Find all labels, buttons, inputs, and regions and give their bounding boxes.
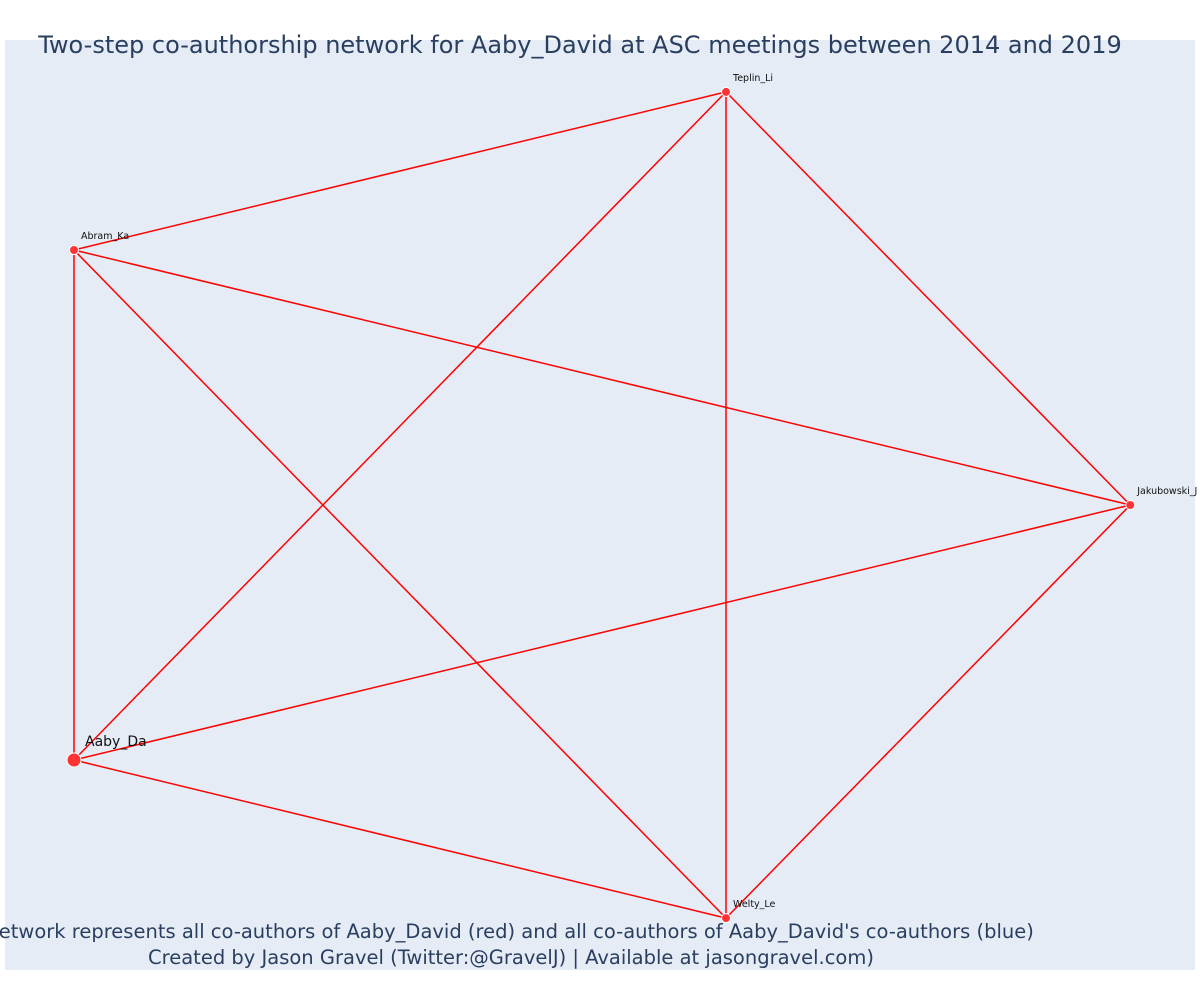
edges-layer — [73, 91, 1131, 919]
edge-Abram_Ka-Teplin_Li — [73, 91, 727, 251]
node-Welty_Le[interactable] — [721, 913, 731, 924]
footer-line-2: Created by Jason Gravel (Twitter:@Gravel… — [148, 946, 874, 969]
node-label-Aaby_Da: Aaby_Da — [85, 734, 147, 750]
edge-Aaby_Da-Welty_Le — [73, 759, 727, 919]
node-Teplin_Li[interactable] — [721, 86, 731, 97]
chart-title: Two-step co-authorship network for Aaby_… — [37, 31, 1122, 59]
edge-Teplin_Li-Jakubowski_J — [725, 91, 1131, 506]
edge-Jakubowski_J-Welty_Le — [725, 504, 1131, 919]
node-label-Abram_Ka: Abram_Ka — [81, 231, 129, 242]
edge-Aaby_Da-Teplin_Li — [73, 91, 727, 761]
node-label-Jakubowski_J: Jakubowski_J — [1136, 486, 1197, 497]
footer-line-1: Network represents all co-authors of Aab… — [0, 920, 1034, 943]
edge-Abram_Ka-Welty_Le — [73, 249, 727, 919]
nodes-layer — [66, 86, 1136, 924]
node-Aaby_Da[interactable] — [66, 752, 82, 768]
node-label-Teplin_Li: Teplin_Li — [732, 73, 773, 84]
node-Abram_Ka[interactable] — [69, 245, 79, 255]
node-label-Welty_Le: Welty_Le — [733, 899, 776, 910]
edge-Aaby_Da-Jakubowski_J — [73, 504, 1131, 761]
plot-background — [5, 40, 1195, 970]
edge-Abram_Ka-Jakubowski_J — [73, 249, 1131, 506]
node-Jakubowski_J[interactable] — [1125, 500, 1136, 510]
